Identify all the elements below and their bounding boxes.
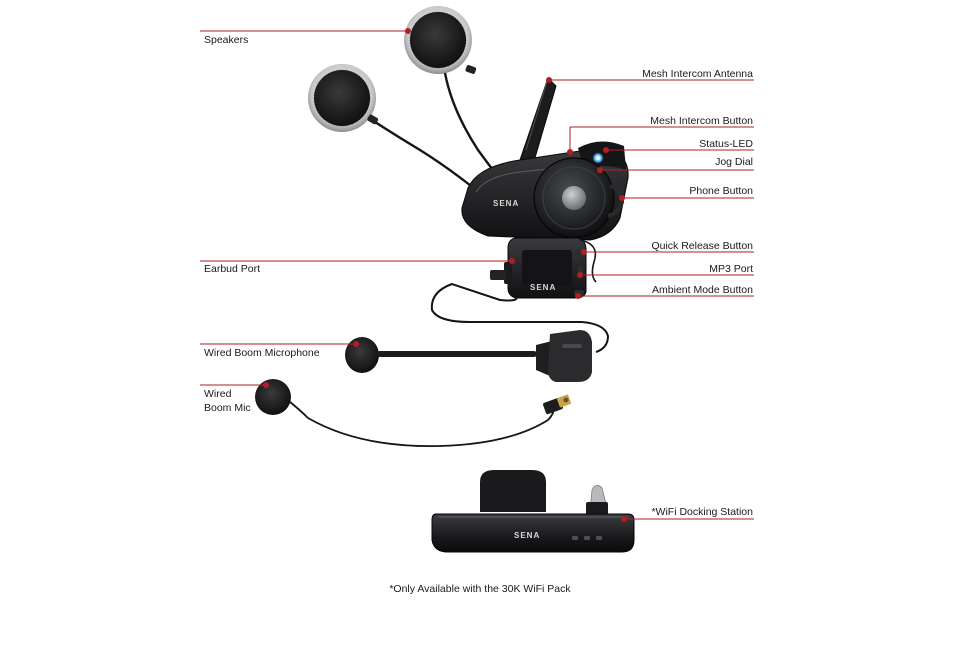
leader-jog-dial [597,167,754,173]
leader-antenna [546,77,754,83]
logo-dock: SENA [514,531,540,540]
leader-quick-release [581,249,754,255]
leader-phone-button [619,195,754,201]
label-boom-mic-line1: Wired [204,388,232,400]
wired-boom-mic-graphic [255,379,572,448]
label-antenna: Mesh Intercom Antenna [642,68,753,80]
label-phone-button: Phone Button [689,185,753,197]
leader-mp3-port [577,272,754,278]
label-mp3-port: MP3 Port [709,263,753,275]
wired-boom-microphone-graphic [345,330,592,382]
leader-status-led [603,147,754,153]
leader-earbud-port [200,258,515,264]
leader-boom-mic [200,382,269,388]
docking-station-graphic: SENA [431,470,635,553]
speaker-top [404,6,521,206]
footnote: *Only Available with the 30K WiFi Pack [389,583,571,595]
leader-docking-station [621,516,754,522]
main-unit: SENA SENA [430,77,629,353]
label-boom-mic-line2: Boom Mic [204,402,251,414]
label-quick-release: Quick Release Button [651,240,753,252]
leader-ambient-mode [575,293,754,299]
label-speakers: Speakers [204,34,249,46]
label-boom-microphone: Wired Boom Microphone [204,347,320,359]
speaker-bottom [308,64,501,211]
leader-speakers [200,28,411,34]
leader-mesh-button [567,126,754,155]
label-status-led: Status-LED [699,138,753,150]
leader-lines [200,28,754,522]
label-earbud-port: Earbud Port [204,263,261,275]
label-docking-station: *WiFi Docking Station [651,506,753,518]
label-ambient-mode: Ambient Mode Button [652,284,753,296]
logo-clamp: SENA [530,283,556,292]
label-mesh-button: Mesh Intercom Button [650,115,753,127]
leader-boom-microphone [200,341,359,347]
label-jog-dial: Jog Dial [715,156,753,168]
logo-main: SENA [493,199,519,208]
